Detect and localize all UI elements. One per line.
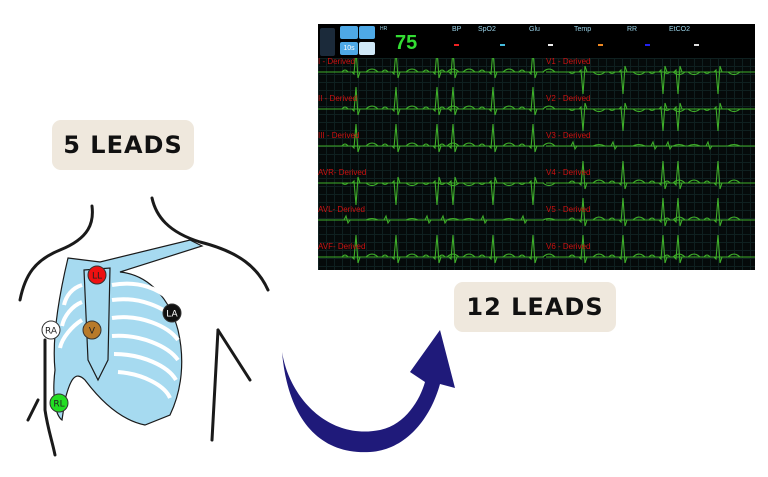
neck-shoulder-left: [18, 204, 94, 302]
param-bp-label: BP: [452, 26, 462, 33]
lead-label-v4: V4 - Derived: [546, 168, 591, 177]
svg-text:LL: LL: [92, 272, 102, 282]
filter-icon[interactable]: [340, 26, 358, 39]
lead-label-v5: V5 - Derived: [546, 205, 591, 214]
lead-label-v1: V1 - Derived: [546, 57, 591, 66]
electrode-la: LA: [162, 303, 182, 323]
electrode-ll: LL: [87, 265, 107, 285]
curved-arrow-icon: [282, 330, 455, 453]
menu-icon[interactable]: [320, 28, 335, 56]
svg-text:RA: RA: [45, 327, 58, 337]
param-temp-label: Temp: [574, 26, 592, 33]
hr-value: 75: [395, 32, 418, 54]
five-leads-label: 5 LEADS: [63, 131, 183, 159]
lead-label-v6: V6 - Derived: [546, 242, 591, 251]
lead-label-avf: AVF- Derived: [318, 242, 366, 251]
ecg-grid: [318, 58, 755, 270]
lead-label-i: I - Derived: [318, 57, 355, 66]
param-rr-label: RR: [627, 26, 638, 33]
param-etco2-label: EtCO2: [669, 26, 691, 33]
neck-shoulder-right: [150, 196, 270, 292]
lead-label-v3: V3 - Derived: [546, 131, 591, 140]
svg-text:LA: LA: [166, 310, 178, 320]
twelve-leads-label: 12 LEADS: [466, 293, 604, 321]
lead-label-v2: V2 - Derived: [546, 94, 591, 103]
electrode-v: V: [82, 320, 102, 340]
svg-text:V: V: [89, 327, 96, 337]
param-bp-value: [454, 44, 459, 46]
electrode-ra: RA: [41, 320, 61, 340]
param-spo2-label: SpO2: [478, 26, 496, 33]
lead-label-ii: II - Derived: [318, 94, 358, 103]
svg-text:RL: RL: [53, 400, 64, 410]
param-etco2-value: [694, 44, 699, 46]
hr-label: HR: [380, 26, 388, 32]
scale-icon[interactable]: [359, 26, 375, 39]
lead-label-avl: AVL- Derived: [318, 205, 365, 214]
monitor-header: 10s HR 75 BP SpO2 Glu Temp RR EtCO2: [318, 24, 755, 58]
param-rr-value: [645, 44, 650, 46]
param-temp-value: [598, 44, 603, 46]
param-glu-value: [548, 44, 553, 46]
lead-label-iii: III - Derived: [318, 131, 360, 140]
electrode-rl: RL: [49, 393, 69, 413]
torso-illustration: LL LA RA V RL: [18, 196, 270, 457]
param-spo2-value: [500, 44, 505, 46]
lead-label-avr: AVR- Derived: [318, 168, 367, 177]
five-leads-badge: 5 LEADS: [52, 120, 194, 170]
keyboard-icon[interactable]: [359, 42, 375, 55]
param-glu-label: Glu: [529, 26, 540, 33]
sweep-10s-button[interactable]: 10s: [340, 42, 358, 55]
ecg-monitor-screen: 10s HR 75 BP SpO2 Glu Temp RR EtCO2: [318, 24, 755, 270]
twelve-leads-badge: 12 LEADS: [454, 282, 616, 332]
ecg-traces: [318, 58, 755, 264]
